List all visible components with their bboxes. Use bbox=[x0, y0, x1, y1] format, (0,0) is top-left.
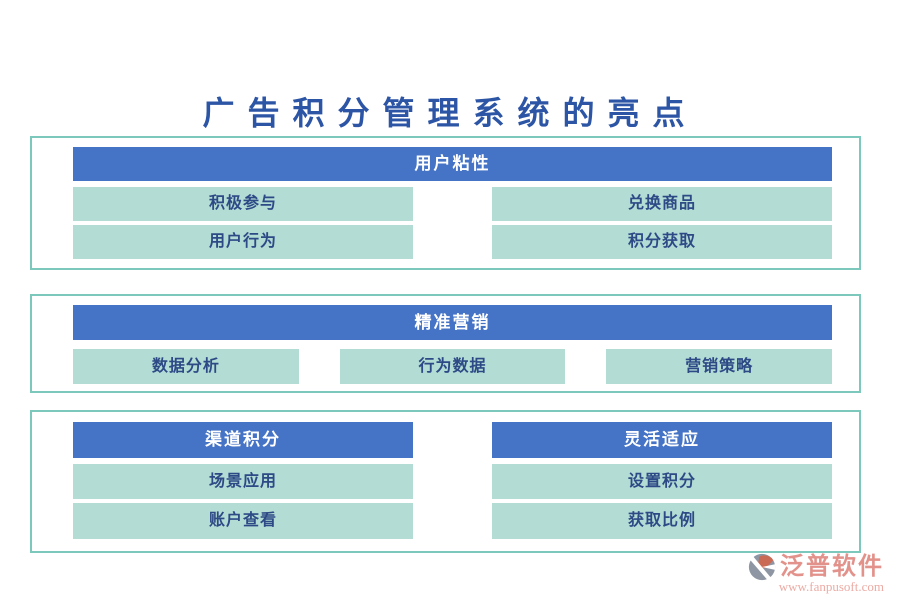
section-header: 用户粘性 bbox=[73, 147, 832, 181]
brand-name: 泛普软件 bbox=[780, 554, 884, 580]
group-channel-points: 渠道积分 场景应用 账户查看 bbox=[73, 422, 413, 539]
feature-item: 营销策略 bbox=[606, 349, 832, 384]
feature-item: 积分获取 bbox=[492, 225, 832, 259]
fanpu-logo-icon bbox=[747, 552, 777, 582]
feature-item: 账户查看 bbox=[73, 503, 413, 539]
vendor-watermark: 泛普软件 www.fanpusoft.com bbox=[747, 552, 884, 594]
feature-item: 积极参与 bbox=[73, 187, 413, 221]
section-header: 精准营销 bbox=[73, 305, 832, 340]
group-flexible-adapt: 灵活适应 设置积分 获取比例 bbox=[492, 422, 832, 539]
page-title: 广告积分管理系统的亮点 bbox=[202, 95, 698, 131]
section-user-stickiness: 用户粘性 积极参与 兑换商品 用户行为 积分获取 bbox=[30, 136, 861, 270]
feature-item: 兑换商品 bbox=[492, 187, 832, 221]
feature-item: 用户行为 bbox=[73, 225, 413, 259]
feature-item: 设置积分 bbox=[492, 464, 832, 499]
feature-item: 行为数据 bbox=[339, 349, 566, 384]
feature-item: 数据分析 bbox=[73, 349, 299, 384]
section-header: 渠道积分 bbox=[73, 422, 413, 458]
brand-url: www.fanpusoft.com bbox=[778, 579, 884, 594]
items-grid: 积极参与 兑换商品 用户行为 积分获取 bbox=[73, 187, 832, 259]
section-precision-marketing: 精准营销 数据分析 行为数据 营销策略 bbox=[30, 294, 861, 393]
feature-item: 获取比例 bbox=[492, 503, 832, 539]
feature-item: 场景应用 bbox=[73, 464, 413, 499]
section-header: 灵活适应 bbox=[492, 422, 832, 458]
items-grid: 数据分析 行为数据 营销策略 bbox=[73, 349, 832, 384]
section-channel-and-flexible: 渠道积分 场景应用 账户查看 灵活适应 设置积分 获取比例 bbox=[30, 410, 861, 553]
